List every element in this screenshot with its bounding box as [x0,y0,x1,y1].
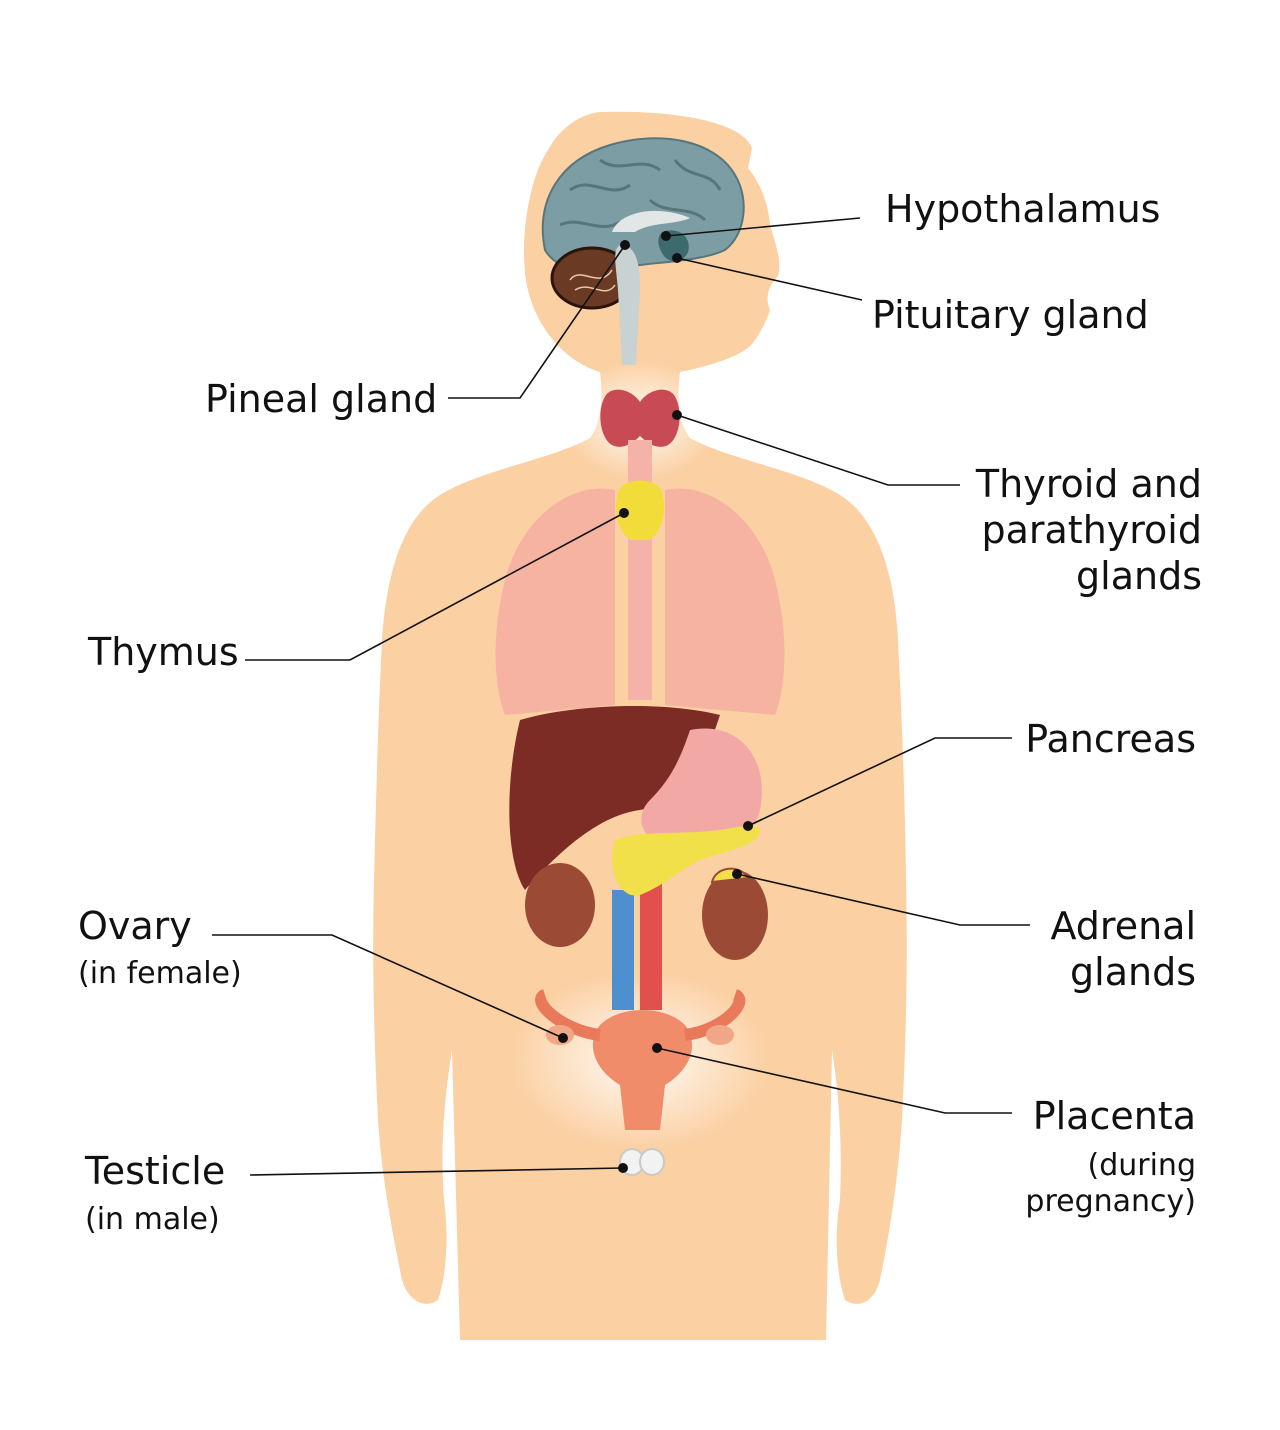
label-adrenal-line-1: Adrenal [1050,904,1196,948]
kidneys [525,863,768,960]
label-thyroid-line-2: parathyroid [981,508,1202,552]
trachea [628,440,652,700]
label-placenta: Placenta [1032,1094,1196,1138]
thymus [615,480,665,540]
label-thymus: Thymus [88,630,239,674]
blood-vessels [612,880,662,1010]
label-hypothalamus: Hypothalamus [885,187,1161,231]
brainstem [615,245,640,365]
stomach [641,728,762,852]
label-ovary: Ovary [78,904,192,948]
label-ovary-note: (in female) [78,956,242,991]
label-testicle-note: (in male) [85,1202,220,1237]
label-pituitary-gland: Pituitary gland [872,293,1149,337]
label-placenta-note-line-2: pregnancy) [1025,1184,1196,1219]
brain [541,137,745,272]
liver [509,705,720,890]
thyroid [600,389,680,447]
testicles [619,1148,665,1176]
lungs [495,488,785,715]
label-testicle: Testicle [85,1149,226,1193]
pancreas [612,826,760,896]
label-adrenal-line-2: glands [1070,950,1196,994]
leader-lines [212,217,1030,1176]
label-placenta-note-line-1: (during [1087,1148,1197,1183]
label-pineal-gland: Pineal gland [205,377,438,421]
label-thyroid-line-3: glands [1076,554,1202,598]
label-thyroid-line-1: Thyroid and [975,462,1202,506]
label-pancreas: Pancreas [1025,717,1196,761]
